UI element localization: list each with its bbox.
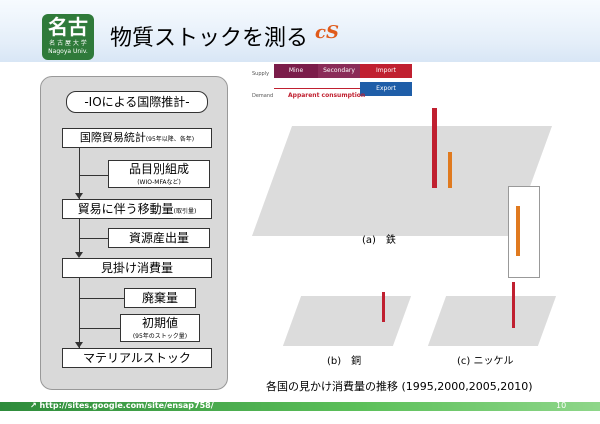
nickel-bar xyxy=(512,282,515,328)
world-map-nickel xyxy=(427,296,557,346)
japan-bar xyxy=(448,152,452,188)
footer-url[interactable]: ↗ http://sites.google.com/site/ensap758/ xyxy=(30,401,214,410)
connector-line xyxy=(79,148,80,206)
slide-header xyxy=(0,0,600,62)
link-icon: ↗ xyxy=(30,401,40,410)
copper-bar xyxy=(382,292,385,322)
map-label-copper: (b) 銅 xyxy=(327,356,362,367)
logo-text-en: Nagoya Univ. xyxy=(48,48,88,55)
flow-legend: Supply Demand xyxy=(252,61,412,111)
step-label: 国際貿易統計 xyxy=(79,131,146,144)
flow-step-initial-value: 初期値 (95年のストック量) xyxy=(120,314,200,342)
demand-label: Demand xyxy=(252,93,274,99)
step-label: 廃棄量 xyxy=(141,291,178,305)
step-label: 資源産出量 xyxy=(128,231,189,245)
world-map-copper xyxy=(282,296,412,346)
university-logo: 名古 名 古 屋 大 学 Nagoya Univ. xyxy=(42,14,94,60)
world-maps-figure: Supply Demand Mine production Secondary … xyxy=(251,56,582,376)
step-label: マテリアルストック xyxy=(83,351,191,365)
supply-label: Supply xyxy=(252,71,270,77)
connector-line xyxy=(80,175,108,176)
map-legend-inset xyxy=(508,186,540,278)
map-label-iron: (a) 鉄 xyxy=(362,235,396,246)
apparent-consumption-line xyxy=(274,88,360,89)
step-note: (取引量) xyxy=(173,208,197,215)
figure-caption: 各国の見かけ消費量の推移 (1995,2000,2005,2010) xyxy=(266,380,533,393)
flow-heading: -IOによる国際推計- xyxy=(66,91,208,113)
flow-step-waste: 廃棄量 xyxy=(124,288,196,308)
connector-line xyxy=(80,328,120,329)
import-bar: Import xyxy=(360,64,412,78)
logo-mark: 名古 xyxy=(48,15,88,39)
page-number: 10 xyxy=(556,401,567,410)
map-label-nickel: (c) ニッケル xyxy=(457,356,514,367)
connector-line xyxy=(79,276,80,348)
connector-line xyxy=(80,238,108,239)
footer-bar xyxy=(0,402,600,411)
step-label: 見掛け消費量 xyxy=(100,261,173,275)
apparent-consumption-label: Apparent consumption xyxy=(288,92,366,99)
step-label: 貿易に伴う移動量 xyxy=(77,202,174,216)
secondary-production-bar: Secondary production xyxy=(318,64,360,88)
flow-step-trade-stats: 国際貿易統計(95年以降、各年) xyxy=(62,128,212,148)
mine-production-bar: Mine production xyxy=(274,64,318,88)
flow-step-apparent-consumption: 見掛け消費量 xyxy=(62,258,212,278)
arrow-down-icon xyxy=(75,342,83,348)
export-bar: Export xyxy=(360,82,412,96)
connector-line xyxy=(80,298,124,299)
step-note: (95年以降、各年) xyxy=(145,136,195,143)
world-map-iron xyxy=(251,126,553,236)
flow-step-trade-flow: 貿易に伴う移動量(取引量) xyxy=(62,199,212,219)
title-logo-mark: cS xyxy=(315,22,339,43)
arrow-down-icon xyxy=(75,193,83,199)
flow-step-material-stock: マテリアルストック xyxy=(62,348,212,368)
legend-bar xyxy=(516,206,520,256)
slide-title: 物質ストックを測る xyxy=(110,26,309,51)
step-note: (WIO-MFAなど) xyxy=(137,179,181,186)
china-bar xyxy=(432,108,437,188)
connector-line xyxy=(79,214,80,254)
arrow-down-icon xyxy=(75,252,83,258)
step-note: (95年のストック量) xyxy=(132,333,188,340)
flow-step-composition: 品目別組成 (WIO-MFAなど) xyxy=(108,160,210,188)
flow-step-resource-output: 資源産出量 xyxy=(108,228,210,248)
logo-text-ja: 名 古 屋 大 学 xyxy=(49,40,87,47)
step-label: 初期値 xyxy=(141,316,178,330)
step-label: 品目別組成 xyxy=(128,162,189,176)
